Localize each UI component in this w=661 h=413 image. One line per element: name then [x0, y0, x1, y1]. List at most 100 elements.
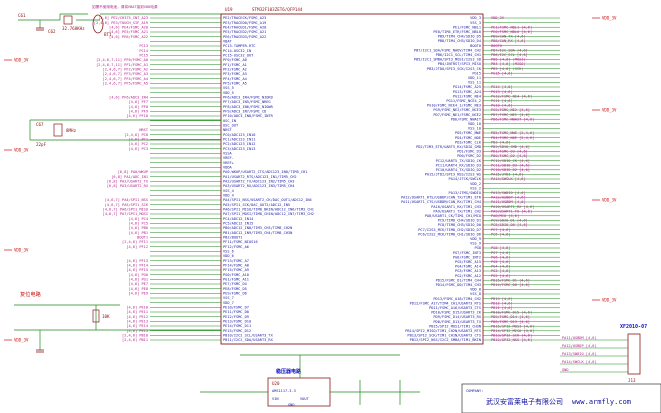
- right-net-label: PC11/SDIO_D3 [4,6]: [491, 163, 530, 167]
- mcu-left-pin-label: PC4/ADC12_IN14: [223, 217, 253, 221]
- left-net-label: [4,6] PE13: [126, 320, 148, 324]
- mcu-right-pin-label: PG10/FSMC_NCE4_1/FSMC_NE3: [427, 104, 481, 108]
- c62-ref: C62: [48, 29, 56, 34]
- left-net-label: PC14: [139, 49, 148, 53]
- mcu-left-pin-label: VBAT: [223, 40, 232, 44]
- right-net-label: PE1/FSMC_NBL1 [4,6]: [491, 25, 532, 29]
- mcu-left-pin-label: PA1/USART2_RTS/ADC123_IN1/TIM5_CH2: [223, 175, 297, 179]
- mcu-left-pin-label: PF0/FSMC_A0: [223, 58, 247, 62]
- power-flag-label: VDD_3V: [14, 248, 29, 253]
- left-net-label: [4,6] PF9: [129, 110, 148, 114]
- right-net-label: PD6/FSMC_NWAIT [4,6]: [491, 117, 534, 121]
- reset-circuit: 复位电路 10K: [14, 290, 221, 353]
- right-net-label: PB7/I2C_SDA [4,6]: [491, 48, 528, 52]
- right-net-label: PB12/SPI2_NSS [4,6]: [491, 338, 532, 342]
- left-net-label: [4,6] PE5/FSMC_A21: [109, 30, 148, 34]
- left-net-label: [4,6] PE10: [126, 306, 148, 310]
- c61-ref: C61: [18, 13, 26, 18]
- connector-pin-label: GND: [562, 368, 569, 372]
- top-note: 如需不使用电池，请将VBAT接到VDD电源: [92, 4, 158, 9]
- company-url: www.armfly.com: [572, 398, 631, 406]
- mcu-right-pin-label: PC7/I2S3_MCK/TIM8_CH2/SDIO_D7: [418, 228, 481, 232]
- mcu-right-pin-label: PG3/FSMC_A13: [455, 269, 481, 273]
- right-net-label: PA11/USBDM [4,6]: [491, 200, 526, 204]
- right-net-label: PB13/SPI2_SCK [4,6]: [491, 334, 532, 338]
- mcu-left-pin-label: PC3/ADC123_IN13: [223, 147, 255, 151]
- left-net-label: [2,4,6,7,11] PF0/FSMC_A0: [96, 58, 148, 62]
- mcu-left-pin-label: PE8/FSMC_D5: [223, 287, 247, 291]
- power-flag-label: VDD_3V: [602, 108, 617, 113]
- reset-r-value: 10K: [102, 314, 110, 319]
- mcu-right-pin-label: PB7/I2C1_SDA/FSMC_NADV/TIM4_CH2: [414, 48, 481, 52]
- right-net-label: PB14/SPI2_MISO [4,6]: [491, 329, 534, 333]
- left-net-label: PC15: [139, 54, 148, 58]
- right-net-label: PB15/SPI2_MOSI [4,6]: [491, 324, 534, 328]
- mcu-right-pin-label: PD9/FSMC_D14/USART3_RX: [433, 315, 481, 319]
- right-net-label: PG11 [4,6]: [491, 99, 513, 103]
- left-net-label: [2,4,6,7] PF2/FSMC_A2: [103, 68, 148, 72]
- right-net-label: PA14/SWCLK [4,6]: [491, 177, 526, 181]
- mcu-right-pin-label: PD4/FSMC_NOE: [455, 136, 481, 140]
- mcu-left-pin-label: PF9/ADC3_IN7/FSMC_CD: [223, 110, 266, 114]
- mcu-right-pin-label: PG6/FSMC_INT2: [453, 255, 481, 259]
- reset-resistor-symbol: [92, 309, 100, 323]
- mcu-left-pin-label: PB1/ADC12_IN9/TIM3_CH4/TIM8_CH3N: [223, 231, 292, 235]
- left-net-label: [4,6,7] PA6/SPI1_MISO: [103, 208, 148, 212]
- left-net-label: [2,4,6] PB11: [122, 338, 148, 342]
- mcu-right-pin-label: PA9/USART1_TX/TIM1_CH2: [433, 209, 481, 213]
- crystal-8m-label: 8MHz: [66, 128, 77, 133]
- mcu-left-pin-label: NRST: [223, 128, 232, 132]
- left-net-label: [2,4,6] PB10: [122, 334, 148, 338]
- right-net-label: PG8 [4,6]: [491, 246, 510, 250]
- mcu-right-pin-label: PA10/USART1_RX/TIM1_CH3: [431, 205, 481, 209]
- left-net-label: [6,8] PA3/USART2_RX: [107, 184, 149, 188]
- mcu-right-pin-label: PD14/FSMC_D0/TIM4_CH3: [436, 283, 481, 287]
- left-net-label: [4,6] PB0: [129, 226, 148, 230]
- mcu-left-pin-label: PF15/FSMC_A9: [223, 268, 249, 272]
- left-net-label: [4,6] PG1: [129, 278, 148, 282]
- mcu-right-pin-label: PE1/FSMC_NBL1: [453, 25, 481, 29]
- right-net-label: PD2/SDIO_CMD [4,6]: [491, 145, 530, 149]
- right-net-label: PD12 [4,6]: [491, 301, 513, 305]
- c67-ref: C67: [36, 122, 44, 127]
- mcu-right-pin-label: PC9/TIM8_CH4/SDIO_D1: [438, 219, 481, 223]
- mcu-left-pin-label: PA4/SPI1_NSS/USART2_CK/DAC_OUT1/ADC12_IN…: [223, 198, 312, 202]
- rtc-crystal-block: C61 C62 32.768KHz BT1: [18, 13, 221, 37]
- mcu-left-pin-label: PC15-OSC32_OUT: [223, 54, 254, 58]
- connector-block: XF2010-07 J13 PA11/USBDM [4,6]PA12/USBDP…: [560, 324, 647, 383]
- mcu-left-pin-label: VREF-: [223, 156, 234, 160]
- mcu-left-pin-label: PF7/ADC3_IN5/FSMC_NREG: [223, 100, 271, 104]
- right-net-label: PC10/SDIO_D2 [4,6]: [491, 168, 530, 172]
- mcu-right-pin-label: PG14/FSMC_A25: [453, 85, 481, 89]
- mcu-right-pin-label: PE0/TIM4_ETR/FSMC_NBL0: [433, 30, 481, 34]
- battery-symbol: [92, 14, 104, 34]
- right-net-label: PB8/CAN_RX [4,6]: [491, 39, 526, 43]
- mcu-left-pin-label: PF11/FSMC_NIOS16: [223, 240, 258, 244]
- left-net-label: [2,4,6,7] PF5/FSMC_A5: [103, 82, 148, 86]
- mcu-left-pin-label: PB11/I2C2_SDA/USART3_RX: [223, 338, 274, 342]
- mcu-left-pin-label: PC13-TAMPER-RTC: [223, 44, 255, 48]
- left-net-label: [4,6] PF10: [126, 114, 148, 118]
- mcu-left-pin-label: PA3/USART2_RX/ADC123_IN3/TIM5_CH4: [223, 184, 294, 188]
- left-net-label: [4,6] PE8: [129, 287, 148, 291]
- left-net-label: [2,4,6] PF11: [122, 240, 148, 244]
- left-net-label: [2,4,6,7] PF4/FSMC_A4: [103, 77, 148, 81]
- right-net-label: PD8/FSMC_D13 [4,6]: [491, 320, 530, 324]
- mcu-right-pin-label: PD8/FSMC_D13/USART3_TX: [433, 320, 481, 324]
- mcu-right-pin-label: PA8/USART1_CK/TIM1_CH1/MCO: [425, 214, 481, 218]
- mcu-left-pin-label: PF3/FSMC_A3: [223, 72, 247, 76]
- mcu-left-pin-label: PB0/ADC12_IN8/TIM3_CH3/TIM8_CH2N: [223, 226, 292, 230]
- mcu-left-pin-label: PE13/FSMC_D10: [223, 320, 251, 324]
- power-flags: VDD_3VVDD_3VVDD_3VVDD_3VVDD_3VVDD_3VVDD_…: [4, 16, 617, 343]
- mcu-right-pin-label: PB15/SPI2_MOSI/TIM1_CH3N: [429, 324, 481, 328]
- power-flag-label: VDD_3V: [602, 198, 617, 203]
- mcu-right-pin-label: PC11/UART4_RX/SDIO_D3: [436, 163, 481, 167]
- ldo-block: 稳压器电路 U20 AMS1117-3.3 VIN VOUT GND: [200, 354, 420, 407]
- left-net-label: [4,6] PC3: [129, 147, 148, 151]
- mcu-left-pin-label: VDDA: [223, 166, 232, 170]
- crystal-32k-label: 32.768KHz: [62, 26, 85, 31]
- power-flag-label: VDD_3V: [602, 298, 617, 303]
- left-net-label: [4,6,7] PA7/SPI1_MOSI: [103, 212, 148, 216]
- right-net-label: PD14/FSMC_D0 [4,6]: [491, 283, 530, 287]
